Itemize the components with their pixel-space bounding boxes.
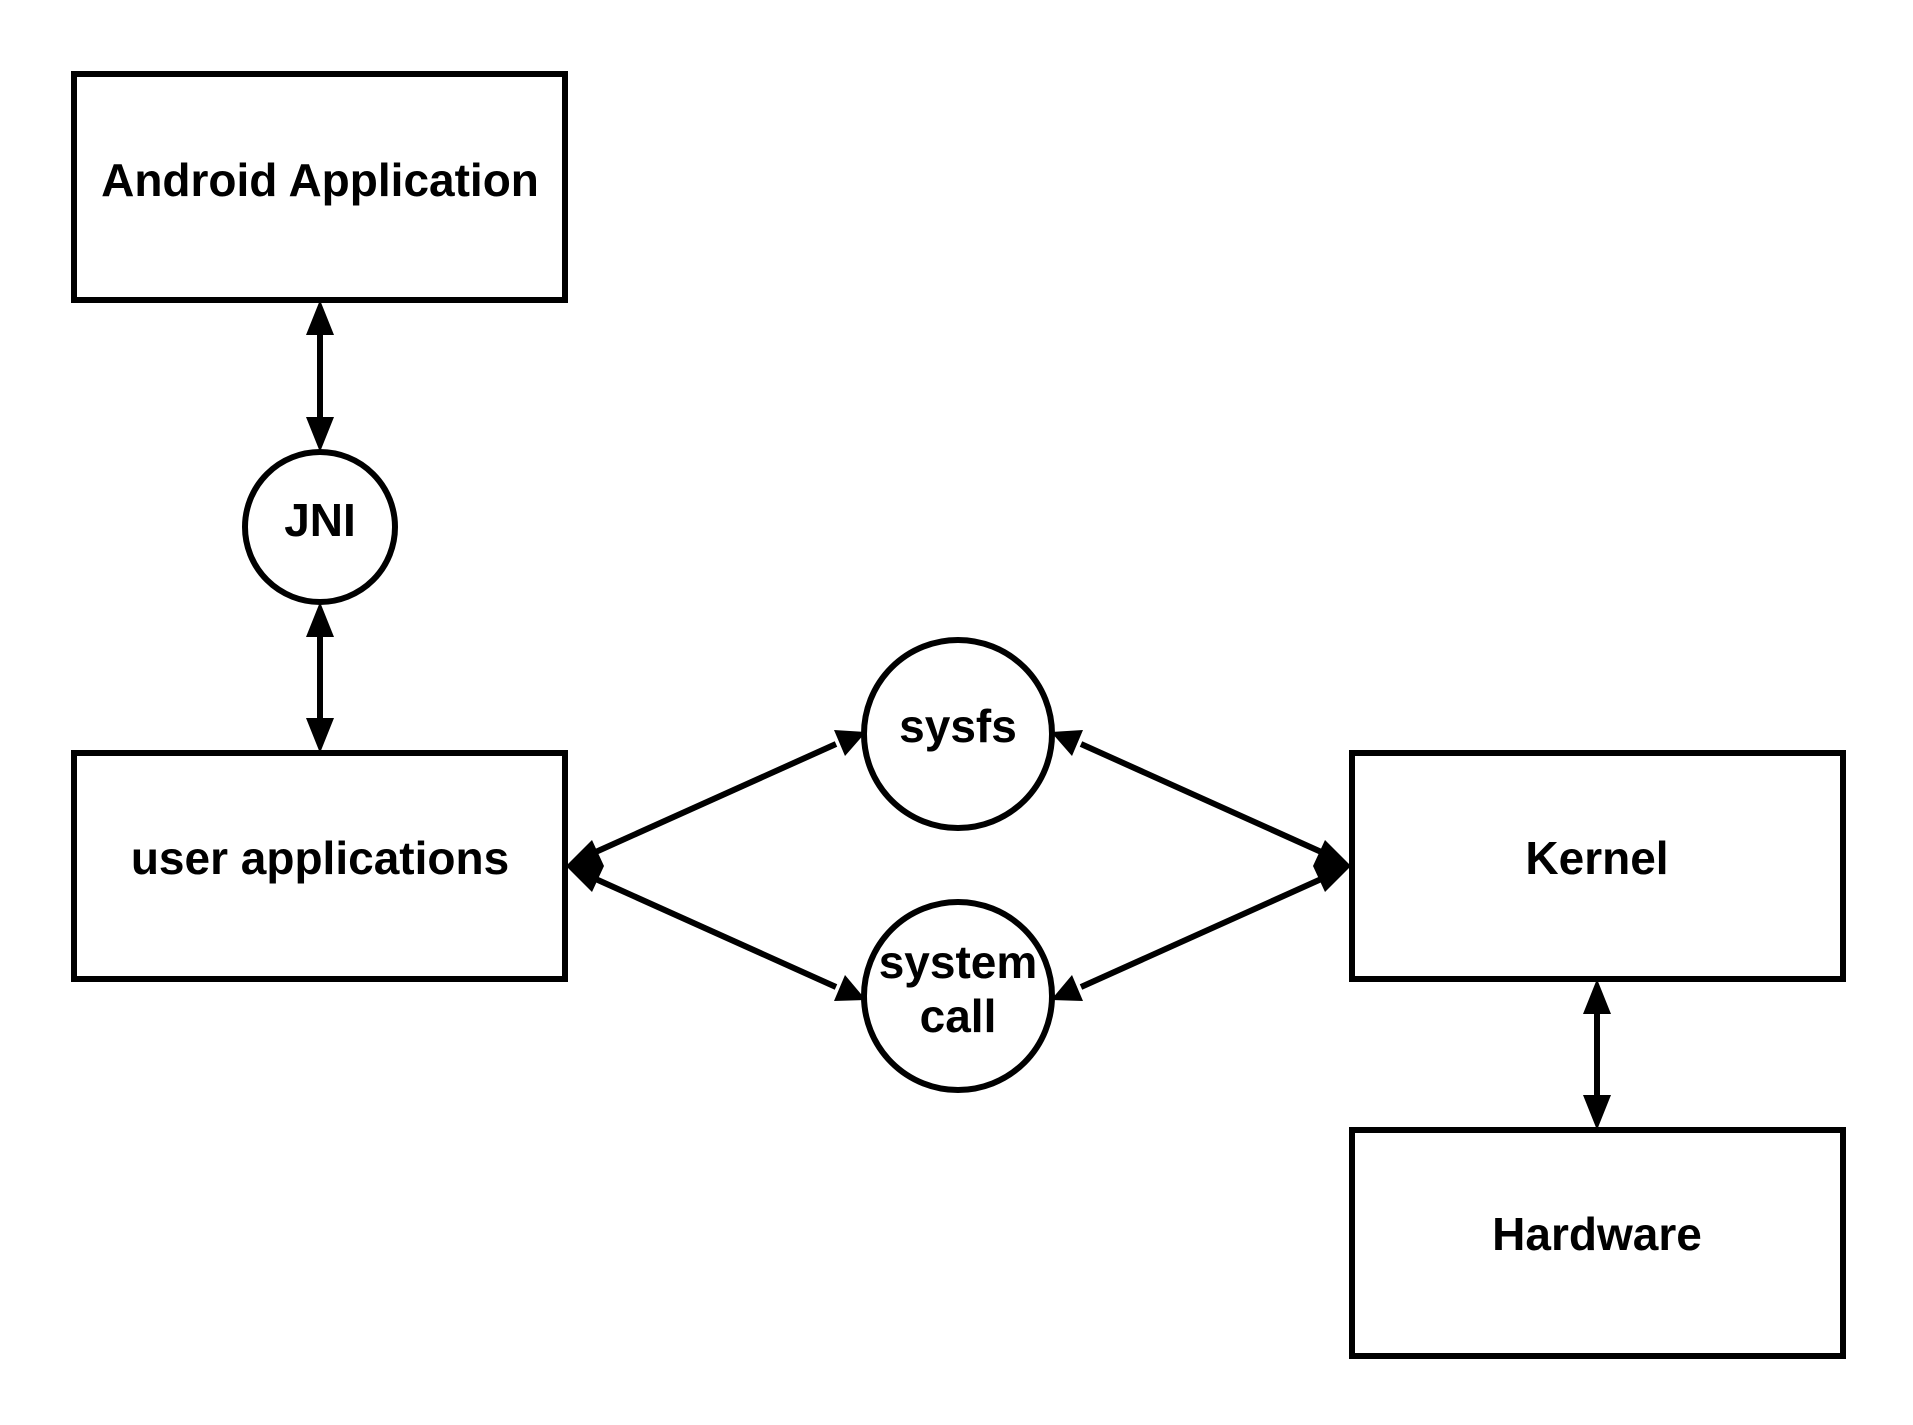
system-call-node[interactable]: system call	[861, 899, 1055, 1093]
edge-userapps-sysfs	[587, 741, 838, 858]
hardware-node[interactable]: Hardware	[1349, 1127, 1846, 1359]
arrowhead-android-app	[306, 300, 334, 335]
user-applications-node[interactable]: user applications	[71, 750, 568, 982]
arrowhead-userapps-top	[306, 718, 334, 753]
android-application-label: Android Application	[101, 154, 539, 206]
android-application-node[interactable]: Android Application	[71, 71, 568, 303]
jni-node[interactable]: JNI	[242, 449, 398, 605]
hardware-label: Hardware	[1492, 1208, 1702, 1260]
arrowhead-syscall-right	[1051, 975, 1083, 1001]
edge-userapps-syscall	[587, 873, 838, 990]
jni-label: JNI	[284, 494, 356, 546]
sysfs-label: sysfs	[899, 700, 1017, 752]
system-call-label-line1: system	[879, 936, 1038, 988]
arrowhead-kernel-bottom	[1583, 979, 1611, 1014]
arrowhead-jni-bottom	[306, 602, 334, 637]
user-applications-label: user applications	[131, 832, 509, 884]
system-call-label-line2: call	[920, 990, 997, 1042]
arrowhead-sysfs-left	[834, 730, 866, 756]
kernel-node[interactable]: Kernel	[1349, 750, 1846, 982]
arrowhead-jni-top	[306, 417, 334, 452]
arrowhead-kernel-sysfs-end	[1313, 840, 1351, 866]
jni-circle	[242, 449, 398, 605]
arrowhead-kernel-syscall-end	[1313, 866, 1351, 892]
user-applications-box	[71, 750, 568, 982]
system-call-circle	[861, 899, 1055, 1093]
sysfs-circle	[861, 637, 1055, 831]
arrowhead-hardware-top	[1583, 1095, 1611, 1130]
edges	[306, 300, 1611, 1130]
kernel-label: Kernel	[1525, 832, 1668, 884]
sysfs-node[interactable]: sysfs	[861, 637, 1055, 831]
arrowhead-sysfs-right	[1051, 730, 1083, 756]
android-application-box	[71, 71, 568, 303]
edge-sysfs-kernel	[1079, 741, 1330, 858]
hardware-box	[1349, 1127, 1846, 1359]
arrowhead-userapps-syscall-end	[566, 866, 604, 892]
arrowhead-userapps-sysfs-end	[566, 840, 604, 866]
kernel-box	[1349, 750, 1846, 982]
edge-syscall-kernel	[1079, 873, 1330, 990]
arrowhead-syscall-left	[834, 975, 866, 1001]
